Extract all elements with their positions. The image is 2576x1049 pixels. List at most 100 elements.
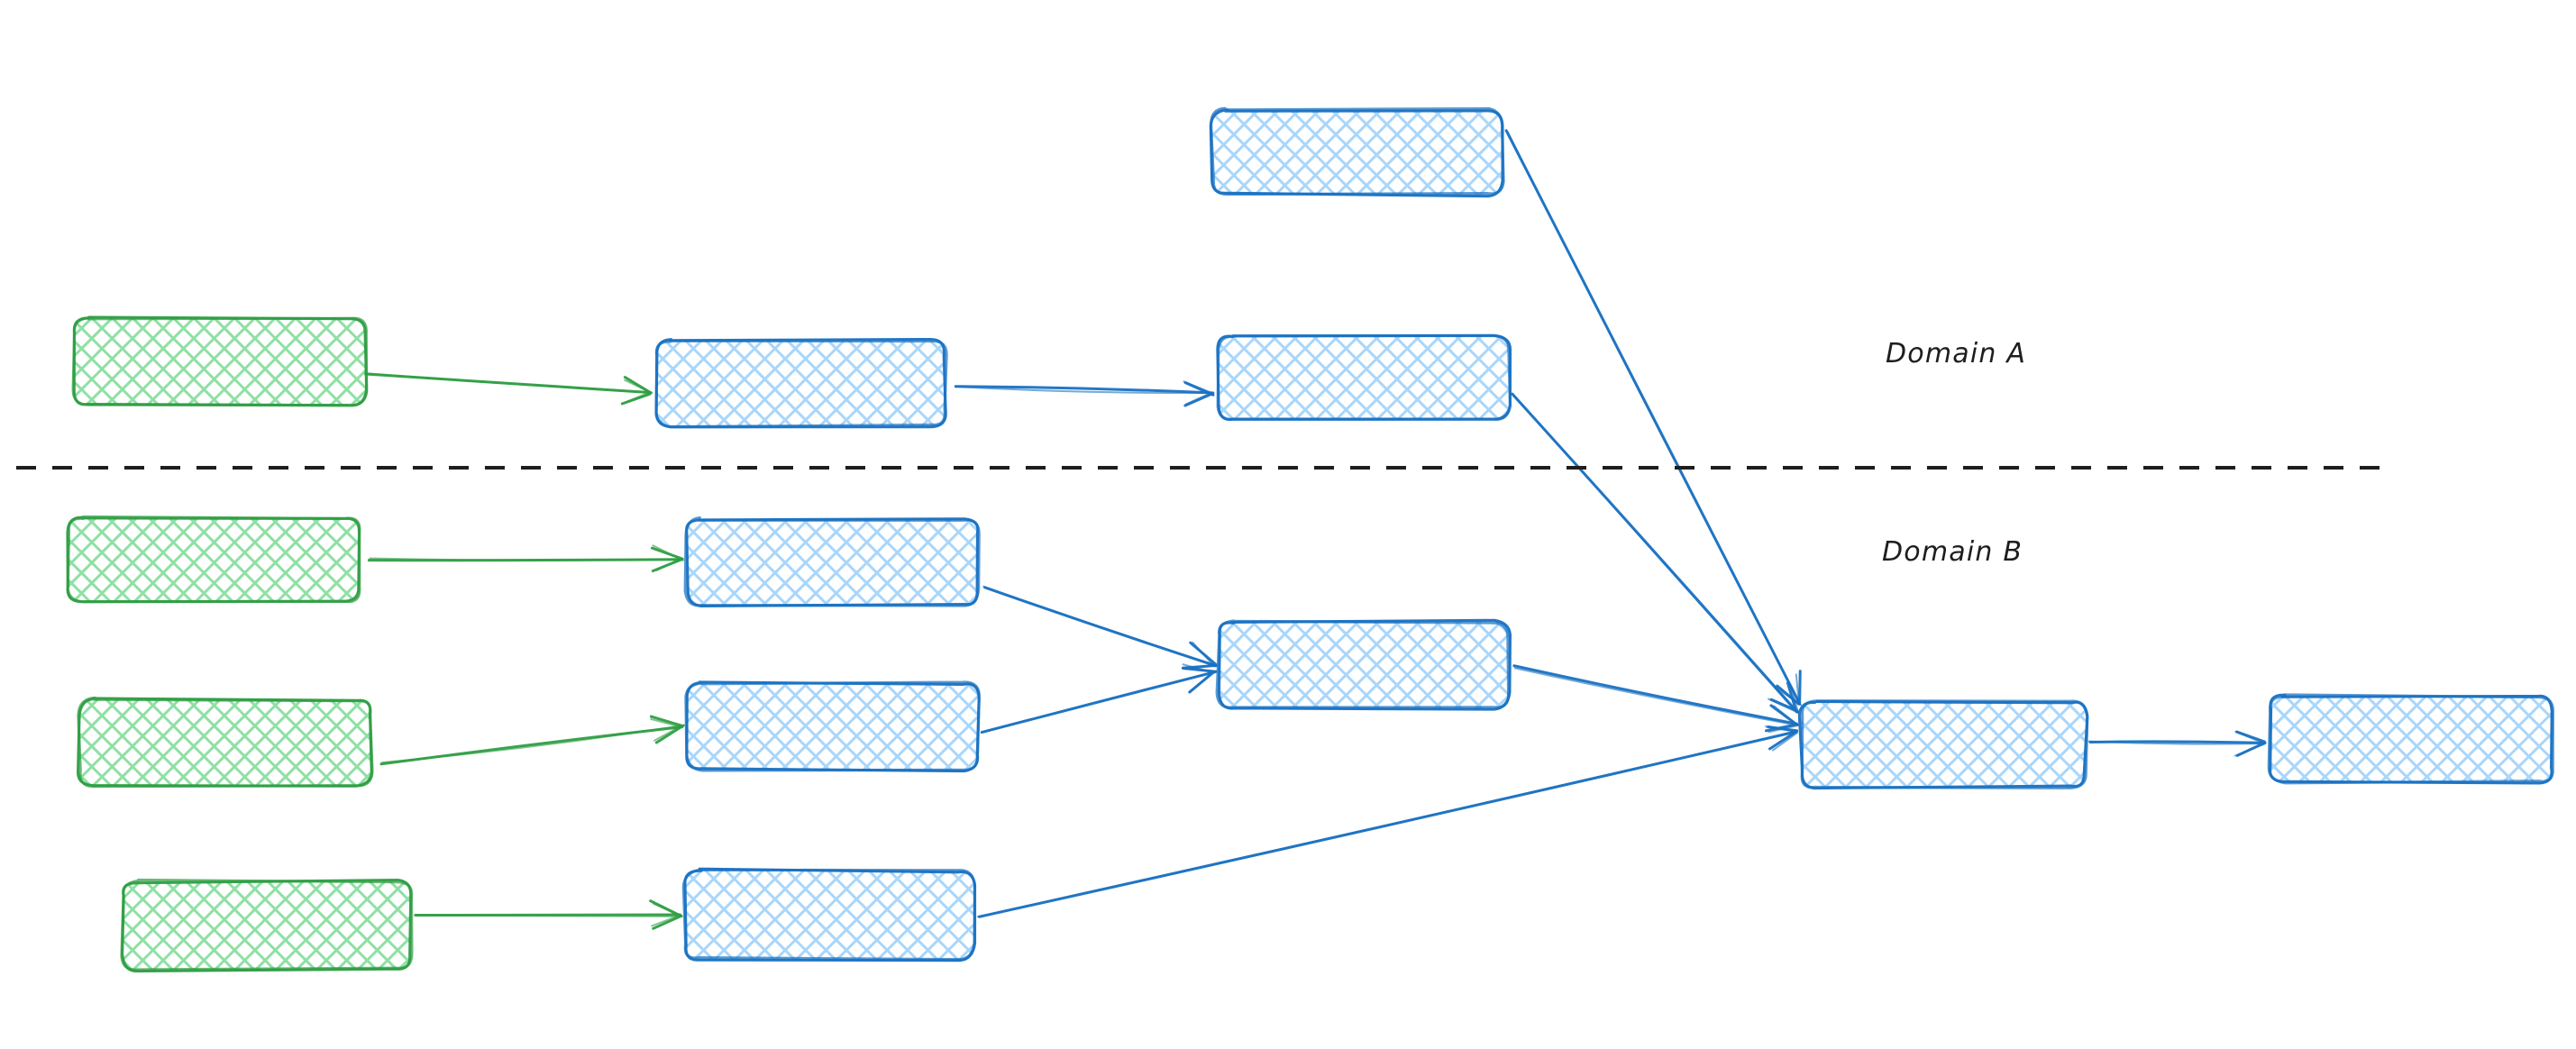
node-a-top-blue[interactable]	[1209, 106, 1505, 198]
arrowhead-barb	[1788, 682, 1799, 713]
arrowhead-barb	[652, 902, 682, 917]
node-fill	[686, 518, 979, 607]
edge-e-a-blue2-to-b-final[interactable]	[1511, 392, 1799, 714]
node-b-blue-2[interactable]	[684, 680, 981, 773]
arrowhead-barb	[1192, 641, 1216, 668]
node-hit-a-blue-1[interactable]	[655, 341, 945, 425]
node-outline	[1210, 106, 1505, 196]
edge-e-a-green1-to-a-blue1[interactable]	[364, 372, 653, 406]
label-domain-a: Domain A	[1886, 338, 2027, 369]
node-fill	[1218, 334, 1510, 421]
node-b-blue-1[interactable]	[683, 515, 981, 607]
node-b-blue-merge[interactable]	[1215, 618, 1512, 711]
arrowhead-barb	[624, 379, 653, 394]
node-hit-b-blue-output[interactable]	[2270, 696, 2553, 782]
node-outline	[1215, 619, 1511, 709]
edge-line	[364, 372, 652, 394]
node-fill	[1211, 109, 1503, 196]
arrowhead-barb	[1768, 698, 1799, 714]
node-outline	[120, 878, 414, 971]
arrowhead-barb	[649, 715, 683, 727]
arrowhead-barb	[1795, 673, 1800, 706]
edge-line	[954, 385, 1215, 395]
node-fill	[654, 340, 946, 426]
arrowhead-barb	[655, 557, 683, 571]
node-outline	[71, 315, 369, 407]
node-hit-b-blue-final[interactable]	[1801, 701, 2086, 788]
node-outline	[1216, 334, 1512, 421]
edge-e-b-final-to-b-output[interactable]	[2087, 730, 2267, 757]
edge-e-b-blue2-to-merge[interactable]	[980, 663, 1218, 734]
node-b-blue-output[interactable]	[2267, 693, 2554, 785]
edge-e-b-green3-to-b-blue3[interactable]	[414, 899, 683, 930]
arrowhead-barb	[1768, 730, 1798, 751]
node-fill	[1218, 621, 1509, 709]
edge-layer	[364, 129, 2267, 930]
node-outline	[684, 680, 981, 772]
node-outline	[77, 696, 374, 789]
arrowhead-barb	[1183, 380, 1214, 395]
arrowhead-barb	[654, 724, 685, 744]
node-b-green-2[interactable]	[76, 696, 374, 789]
node-b-green-3[interactable]	[120, 878, 414, 973]
node-hit-b-green-2[interactable]	[79, 699, 371, 786]
node-a-blue-1[interactable]	[654, 337, 948, 429]
arrowhead-barb	[652, 915, 682, 930]
edge-line	[1512, 664, 1799, 725]
arrowhead-barb	[1182, 663, 1215, 674]
node-outline	[683, 515, 981, 607]
node-fill	[686, 682, 979, 771]
node-hit-a-blue-2[interactable]	[1219, 335, 1509, 420]
edge-line	[1506, 130, 1802, 706]
node-outline	[681, 868, 976, 962]
node-outline	[1800, 699, 2089, 789]
edge-e-b-green2-to-b-blue2[interactable]	[379, 715, 685, 766]
node-outline	[654, 339, 948, 429]
node-fill	[78, 698, 371, 786]
node-hit-b-blue-2[interactable]	[687, 683, 979, 770]
node-outline	[2267, 693, 2554, 785]
node-fill	[67, 516, 361, 603]
node-hit-b-blue-merge[interactable]	[1219, 622, 1509, 708]
node-layer	[66, 106, 2554, 973]
node-hit-a-top-blue[interactable]	[1212, 110, 1503, 195]
arrowhead-barb	[1798, 670, 1802, 706]
edge-line	[380, 725, 683, 764]
node-a-green-1[interactable]	[71, 315, 369, 407]
edge-e-b-merge-to-b-final[interactable]	[1512, 664, 1800, 734]
arrowhead-barb	[1184, 391, 1212, 406]
edge-line	[369, 557, 684, 561]
node-a-blue-2[interactable]	[1216, 333, 1512, 421]
node-outline	[66, 515, 361, 604]
node-b-blue-final[interactable]	[1797, 699, 2089, 790]
node-hit-b-blue-3[interactable]	[685, 871, 973, 959]
arrowhead-barb	[650, 717, 684, 729]
node-hit-b-green-3[interactable]	[123, 881, 411, 970]
edge-line	[982, 585, 1217, 666]
edge-e-b-blue3-to-b-final[interactable]	[976, 725, 1799, 918]
arrowhead-barb	[2233, 743, 2266, 757]
node-b-blue-3[interactable]	[681, 867, 977, 962]
arrowhead-barb	[2234, 730, 2266, 745]
node-fill	[122, 880, 412, 971]
edge-e-b-blue1-to-merge[interactable]	[982, 585, 1218, 670]
label-domain-b: Domain B	[1882, 536, 2023, 568]
edge-e-b-green1-to-b-blue1[interactable]	[367, 544, 684, 573]
arrowhead-barb	[623, 391, 652, 404]
arrowhead-barb	[1786, 681, 1798, 713]
arrowhead-barb	[1771, 732, 1799, 752]
edge-e-a-blue1-to-a-blue2[interactable]	[954, 380, 1215, 407]
arrowhead-barb	[652, 544, 684, 561]
node-b-green-1[interactable]	[66, 515, 361, 604]
node-hit-b-blue-1[interactable]	[687, 519, 979, 606]
arrowhead-barb	[653, 725, 683, 742]
edge-line	[2087, 740, 2267, 745]
node-hit-b-green-1[interactable]	[68, 517, 360, 602]
arrowhead-barb	[651, 914, 682, 927]
edge-line	[1513, 667, 1799, 726]
edge-e-a-topblue-to-b-final[interactable]	[1504, 129, 1802, 707]
arrowhead-barb	[1773, 705, 1799, 726]
node-hit-a-green-1[interactable]	[74, 318, 366, 405]
